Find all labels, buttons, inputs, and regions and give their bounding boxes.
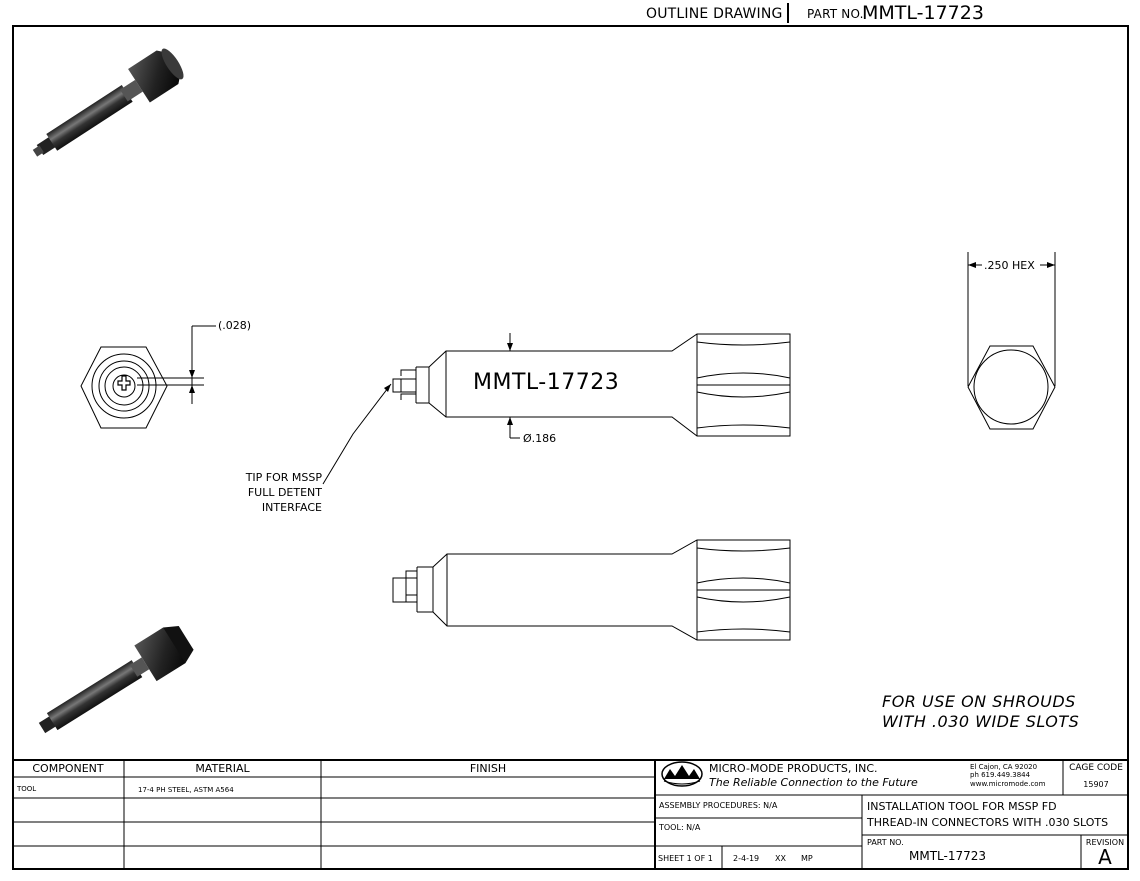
col-material: MATERIAL (195, 762, 250, 775)
drawn-by: XX (775, 854, 786, 863)
revision-label: REVISION (1085, 838, 1125, 847)
approved-by: MP (801, 854, 813, 863)
company-web: www.micromode.com (970, 780, 1046, 788)
cage-code-value: 15907 (1083, 780, 1109, 789)
tip-callout-line-3: INTERFACE (261, 501, 322, 514)
part-marking: MMTL-17723 (473, 370, 620, 395)
col-component: COMPONENT (32, 762, 104, 775)
header-part-no-value: MMTL-17723 (862, 2, 984, 24)
sheet-number: SHEET 1 OF 1 (658, 854, 713, 863)
tip-callout-line-2: FULL DETENT (247, 486, 322, 499)
drawing-date: 2-4-19 (733, 854, 760, 863)
company-tagline: The Reliable Connection to the Future (709, 776, 918, 789)
header-divider (787, 3, 789, 23)
tip-callout: TIP FOR MSSP FULL DETENT INTERFACE (220, 470, 322, 515)
tip-end-view (80, 325, 216, 429)
revision-value: A (1098, 845, 1112, 869)
drawing-title-line-1: INSTALLATION TOOL FOR MSSP FD (867, 800, 1057, 813)
company-name: MICRO-MODE PRODUCTS, INC. (709, 762, 878, 775)
usage-note: FOR USE ON SHROUDS WITH .030 WIDE SLOTS (882, 692, 1079, 732)
company-city: El Cajon, CA 92020 (970, 763, 1038, 771)
col-finish: FINISH (469, 762, 507, 775)
drawing-title-line-2: THREAD-IN CONNECTORS WITH .030 SLOTS (867, 816, 1109, 829)
isometric-view-top (32, 48, 184, 157)
row-component: TOOL (17, 785, 37, 793)
dim-hex-width: .250 HEX (984, 259, 1035, 272)
block-part-no-value: MMTL-17723 (909, 849, 987, 863)
side-view-top (322, 333, 791, 485)
isometric-view-bottom (38, 626, 194, 734)
assembly-procedures: ASSEMBLY PROCEDURES: N/A (659, 801, 778, 810)
block-part-no-label: PART NO. (867, 838, 904, 847)
dim-shank-diameter: Ø.186 (523, 432, 557, 445)
usage-note-line-1: FOR USE ON SHROUDS (882, 692, 1076, 711)
cage-code-label: CAGE CODE (1069, 763, 1123, 773)
drawing-type: OUTLINE DRAWING (646, 6, 783, 22)
row-material: 17-4 PH STEEL, ASTM A564 (138, 786, 234, 794)
company-phone: ph 619.449.3844 (970, 771, 1031, 779)
company-logo (661, 761, 703, 787)
tip-callout-line-1: TIP FOR MSSP (245, 471, 322, 484)
hex-end-view (967, 252, 1056, 430)
header-part-no-label: PART NO. (807, 7, 864, 21)
dim-slot-width: (.028) (218, 319, 252, 332)
drawing-title: INSTALLATION TOOL FOR MSSP FD THREAD-IN … (867, 799, 1108, 831)
title-block-grid (12, 759, 1129, 870)
drawing-frame (12, 25, 1129, 870)
side-view-bottom (392, 539, 791, 641)
tool-field: TOOL: N/A (659, 823, 701, 832)
usage-note-line-2: WITH .030 WIDE SLOTS (882, 712, 1080, 731)
